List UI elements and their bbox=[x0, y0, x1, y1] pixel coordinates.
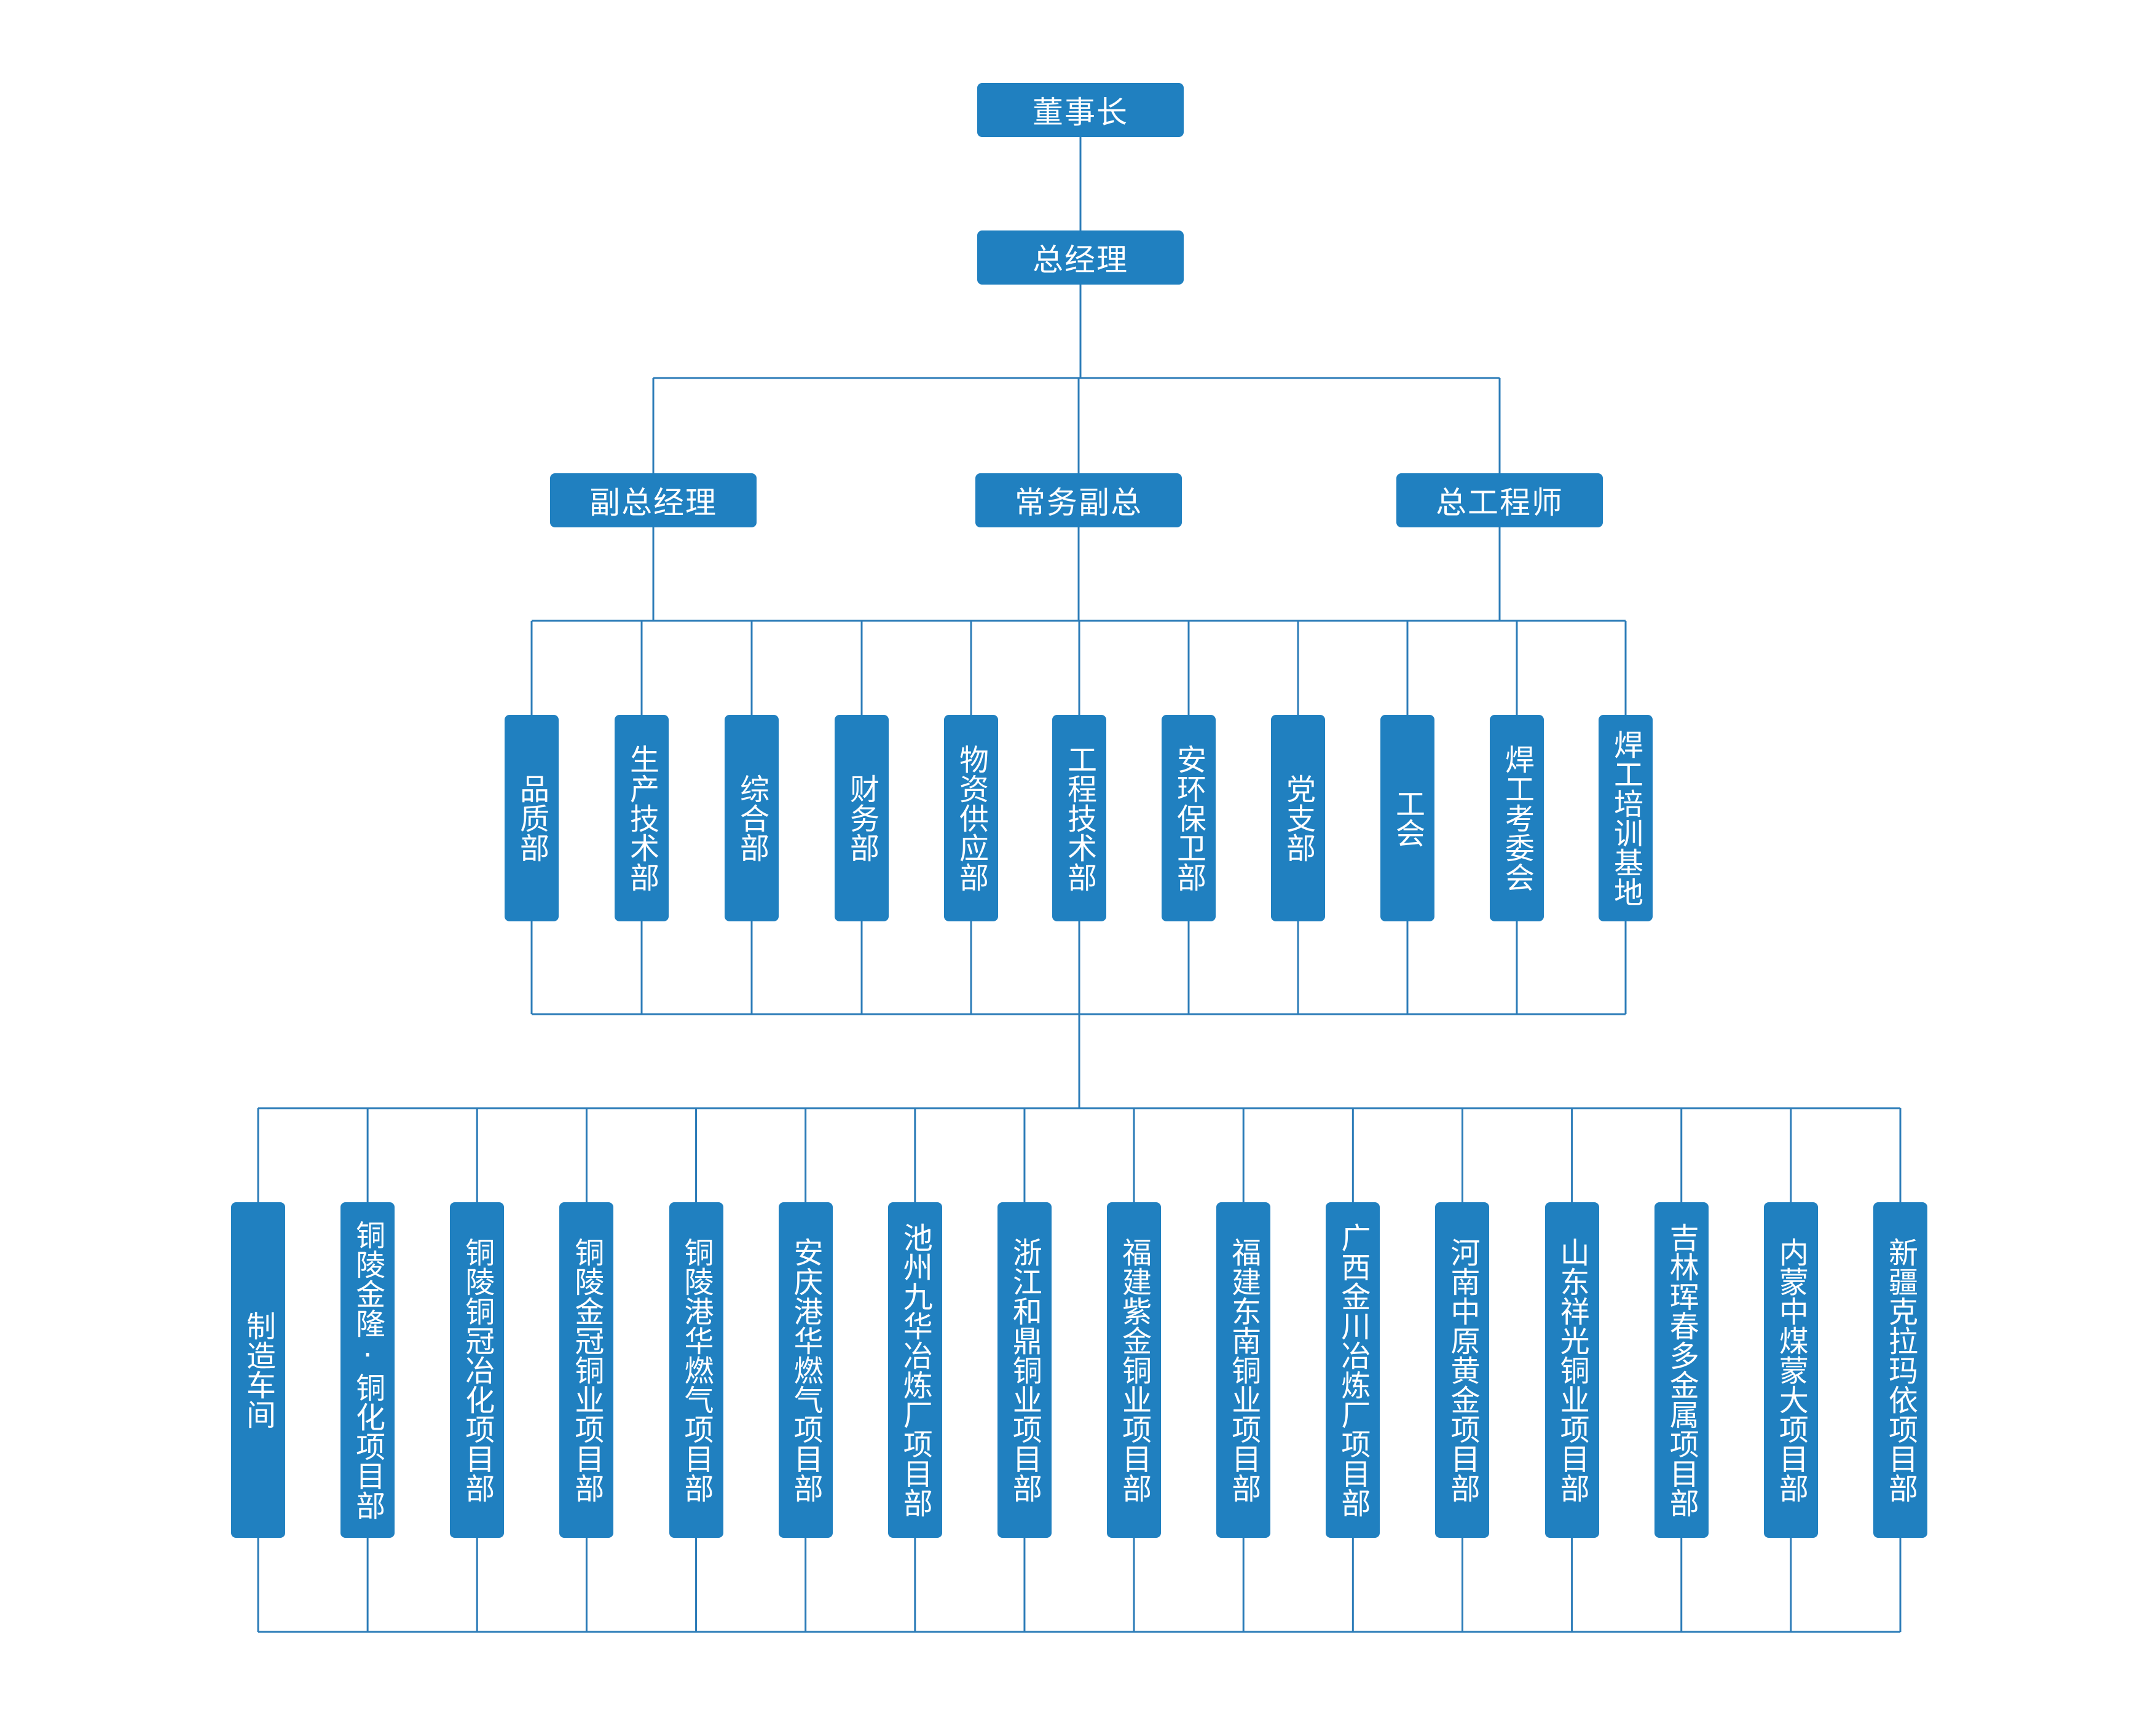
node-department-5-label: 物资供应部 bbox=[954, 744, 988, 892]
node-project-5: 铜陵港华燃气项目部 bbox=[669, 1202, 723, 1538]
node-project-8: 浙江和鼎铜业项目部 bbox=[997, 1202, 1052, 1538]
node-general-manager-label: 总经理 bbox=[1033, 242, 1128, 278]
node-deputy-3-label: 总工程师 bbox=[1436, 485, 1564, 521]
node-project-2-label: 铜陵金隆·铜化项目部 bbox=[350, 1220, 385, 1520]
node-project-4-label: 铜陵金冠铜业项目部 bbox=[569, 1237, 604, 1503]
node-chairman: 董事长 bbox=[977, 83, 1184, 137]
node-project-1-label: 制造车间 bbox=[241, 1311, 275, 1429]
node-deputy-1-label: 副总经理 bbox=[589, 485, 717, 521]
node-department-3-label: 综合部 bbox=[734, 774, 769, 862]
node-department-7: 安环保卫部 bbox=[1162, 715, 1216, 921]
node-department-10: 焊工考委会 bbox=[1490, 715, 1544, 921]
node-project-12-label: 河南中原黄金项目部 bbox=[1445, 1237, 1480, 1503]
node-department-9-label: 工会 bbox=[1390, 789, 1425, 848]
node-department-2: 生产技术部 bbox=[615, 715, 669, 921]
node-chairman-label: 董事长 bbox=[1033, 95, 1128, 130]
node-project-14: 吉林珲春多金属项目部 bbox=[1654, 1202, 1709, 1538]
node-project-2: 铜陵金隆·铜化项目部 bbox=[340, 1202, 395, 1538]
node-project-15-label: 内蒙中煤蒙大项目部 bbox=[1773, 1237, 1808, 1503]
node-project-10-label: 福建东南铜业项目部 bbox=[1226, 1237, 1261, 1503]
node-project-14-label: 吉林珲春多金属项目部 bbox=[1664, 1223, 1699, 1518]
node-project-9-label: 福建紫金铜业项目部 bbox=[1117, 1237, 1152, 1503]
node-department-4: 财务部 bbox=[835, 715, 889, 921]
node-department-4-label: 财务部 bbox=[844, 774, 879, 862]
node-project-9: 福建紫金铜业项目部 bbox=[1107, 1202, 1162, 1538]
node-project-11: 广西金川冶炼厂项目部 bbox=[1326, 1202, 1380, 1538]
node-project-5-label: 铜陵港华燃气项目部 bbox=[679, 1237, 714, 1503]
node-project-15: 内蒙中煤蒙大项目部 bbox=[1763, 1202, 1818, 1538]
node-project-1: 制造车间 bbox=[231, 1202, 285, 1538]
node-department-9: 工会 bbox=[1380, 715, 1434, 921]
node-department-11-label: 焊工培训基地 bbox=[1608, 730, 1643, 907]
node-general-manager: 总经理 bbox=[977, 230, 1184, 285]
node-department-10-label: 焊工考委会 bbox=[1500, 744, 1534, 892]
node-department-3: 综合部 bbox=[725, 715, 779, 921]
node-project-13: 山东祥光铜业项目部 bbox=[1544, 1202, 1599, 1538]
node-project-12: 河南中原黄金项目部 bbox=[1435, 1202, 1490, 1538]
node-deputy-2-label: 常务副总 bbox=[1015, 485, 1143, 521]
node-project-10: 福建东南铜业项目部 bbox=[1216, 1202, 1271, 1538]
node-department-7-label: 安环保卫部 bbox=[1171, 744, 1206, 892]
node-department-8: 党支部 bbox=[1271, 715, 1325, 921]
node-project-4: 铜陵金冠铜业项目部 bbox=[559, 1202, 614, 1538]
node-department-8-label: 党支部 bbox=[1281, 774, 1315, 862]
node-project-6-label: 安庆港华燃气项目部 bbox=[788, 1237, 823, 1503]
node-project-7-label: 池州九华冶炼厂项目部 bbox=[897, 1223, 932, 1518]
node-project-3: 铜陵铜冠冶化项目部 bbox=[450, 1202, 505, 1538]
node-department-6: 工程技术部 bbox=[1052, 715, 1106, 921]
node-deputy-3: 总工程师 bbox=[1396, 473, 1603, 527]
node-project-16-label: 新疆克拉玛依项目部 bbox=[1883, 1237, 1918, 1503]
node-deputy-2: 常务副总 bbox=[975, 473, 1182, 527]
node-department-6-label: 工程技术部 bbox=[1062, 744, 1096, 892]
node-department-1: 品质部 bbox=[505, 715, 559, 921]
node-project-11-label: 广西金川冶炼厂项目部 bbox=[1336, 1223, 1371, 1518]
node-project-3-label: 铜陵铜冠冶化项目部 bbox=[460, 1237, 495, 1503]
node-project-6: 安庆港华燃气项目部 bbox=[778, 1202, 833, 1538]
node-department-1-label: 品质部 bbox=[514, 774, 549, 862]
node-department-5: 物资供应部 bbox=[944, 715, 998, 921]
node-department-2-label: 生产技术部 bbox=[624, 744, 659, 892]
node-project-8-label: 浙江和鼎铜业项目部 bbox=[1007, 1237, 1042, 1503]
node-project-7: 池州九华冶炼厂项目部 bbox=[887, 1202, 942, 1538]
node-deputy-1: 副总经理 bbox=[550, 473, 757, 527]
node-department-11: 焊工培训基地 bbox=[1599, 715, 1653, 921]
node-project-13-label: 山东祥光铜业项目部 bbox=[1554, 1237, 1589, 1503]
node-project-16: 新疆克拉玛依项目部 bbox=[1873, 1202, 1927, 1538]
